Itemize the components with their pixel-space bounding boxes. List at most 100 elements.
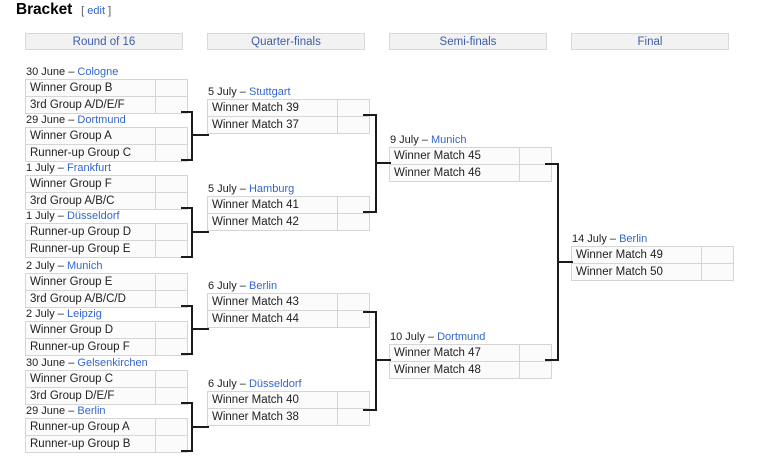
match-venue-link[interactable]: Dortmund <box>437 331 486 343</box>
table-row: Winner Match 50 <box>571 263 734 281</box>
page-header: Bracket [ edit ] <box>16 1 111 19</box>
team-home: Winner Group C <box>25 370 156 388</box>
match-venue-link[interactable]: Berlin <box>248 280 278 292</box>
team-away: Runner-up Group E <box>25 240 156 258</box>
table-row: Winner Match 45 <box>389 147 552 165</box>
connector-r16-7-out <box>181 402 193 404</box>
match-venue-link[interactable]: Berlin <box>619 233 648 245</box>
team-home: Winner Match 39 <box>207 99 338 117</box>
team-home: Winner Match 40 <box>207 391 338 409</box>
team-away: 3rd Group A/D/E/F <box>25 96 156 114</box>
match-venue-link[interactable]: Munich <box>66 260 103 272</box>
match-meta: 9 July – Munich <box>389 133 552 147</box>
match-r16-7: 30 June – Gelsenkirchen Winner Group C 3… <box>25 356 188 405</box>
team-away: 3rd Group A/B/C/D <box>25 290 156 308</box>
match-dash: – <box>65 405 78 417</box>
match-table: Winner Group E 3rd Group A/B/C/D <box>25 273 188 308</box>
match-table: Runner-up Group A Runner-up Group B <box>25 418 188 453</box>
connector-qf-4-in <box>191 426 209 428</box>
match-venue-link[interactable]: Stuttgart <box>248 86 291 98</box>
match-dash: – <box>236 183 249 195</box>
match-table: Winner Match 41 Winner Match 42 <box>207 196 370 231</box>
team-home: Winner Match 43 <box>207 293 338 311</box>
team-home: Winner Match 45 <box>389 147 520 165</box>
match-venue-link[interactable]: Hamburg <box>248 183 295 195</box>
match-dash: – <box>65 114 78 126</box>
match-date: 30 June <box>26 66 66 78</box>
table-row: Winner Match 47 <box>389 344 552 362</box>
match-venue-link[interactable]: Dortmund <box>77 114 126 126</box>
match-meta: 2 July – Leipzig <box>25 307 188 321</box>
team-away: Winner Match 42 <box>207 213 338 231</box>
match-dash: – <box>418 134 431 146</box>
score-home <box>155 321 188 339</box>
edit-section-link[interactable]: [ edit ] <box>81 5 111 17</box>
match-meta: 29 June – Berlin <box>25 404 188 418</box>
match-table: Winner Match 49 Winner Match 50 <box>571 246 734 281</box>
team-home: Winner Group B <box>25 79 156 97</box>
match-dash: – <box>236 280 249 292</box>
match-venue-link[interactable]: Cologne <box>77 66 119 78</box>
score-away <box>519 361 552 379</box>
match-table: Winner Group C 3rd Group D/E/F <box>25 370 188 405</box>
connector-r16-8-out <box>181 450 193 452</box>
score-home <box>337 99 370 117</box>
table-row: Winner Match 44 <box>207 310 370 328</box>
edit-link-label[interactable]: edit <box>87 5 106 17</box>
match-meta: 6 July – Düsseldorf <box>207 377 370 391</box>
match-venue-link[interactable]: Düsseldorf <box>66 210 120 222</box>
connector-qf-2-out <box>363 211 377 213</box>
match-venue-link[interactable]: Gelsenkirchen <box>77 357 148 369</box>
match-r16-3: 1 July – Frankfurt Winner Group F 3rd Gr… <box>25 161 188 210</box>
score-away <box>337 408 370 426</box>
team-home: Winner Match 49 <box>571 246 702 264</box>
match-dash: – <box>424 331 438 343</box>
team-away: Winner Match 44 <box>207 310 338 328</box>
match-date: 30 June <box>26 357 66 369</box>
match-date: 2 July <box>26 308 55 320</box>
match-table: Winner Match 45 Winner Match 46 <box>389 147 552 182</box>
match-venue-link[interactable]: Leipzig <box>66 308 102 320</box>
score-away <box>155 144 188 162</box>
match-meta: 14 July – Berlin <box>571 232 734 246</box>
match-date: 5 July <box>208 86 237 98</box>
connector-r16-3-out <box>181 207 193 209</box>
connector-r16-pair1-spine <box>191 111 193 161</box>
connector-qf-4-out <box>363 409 377 411</box>
connector-r16-1-out <box>181 111 193 113</box>
match-r16-2: 29 June – Dortmund Winner Group A Runner… <box>25 113 188 162</box>
match-dash: – <box>65 357 78 369</box>
match-meta: 1 July – Frankfurt <box>25 161 188 175</box>
table-row: Winner Match 41 <box>207 196 370 214</box>
connector-qf-1-in <box>191 134 209 136</box>
table-row: Winner Match 38 <box>207 408 370 426</box>
match-dash: – <box>606 233 620 245</box>
match-meta: 1 July – Düsseldorf <box>25 209 188 223</box>
match-qf-1: 5 July – Stuttgart Winner Match 39 Winne… <box>207 85 370 134</box>
connector-sf-2-out <box>545 359 559 361</box>
score-away <box>155 240 188 258</box>
score-home <box>701 246 734 264</box>
match-meta: 30 June – Gelsenkirchen <box>25 356 188 370</box>
connector-qf-3-in <box>191 328 209 330</box>
match-venue-link[interactable]: Frankfurt <box>66 162 111 174</box>
edit-bracket-open: [ <box>81 5 88 17</box>
score-home <box>337 196 370 214</box>
table-row: 3rd Group A/B/C/D <box>25 290 188 308</box>
match-venue-link[interactable]: Düsseldorf <box>248 378 302 390</box>
score-away <box>337 213 370 231</box>
round-header-quarter-finals: Quarter-finals <box>207 33 365 50</box>
team-away: Runner-up Group F <box>25 338 156 356</box>
connector-r16-2-out <box>181 159 193 161</box>
team-away: Runner-up Group C <box>25 144 156 162</box>
match-venue-link[interactable]: Berlin <box>77 405 106 417</box>
table-row: Winner Match 46 <box>389 164 552 182</box>
match-dash: – <box>65 66 78 78</box>
match-venue-link[interactable]: Munich <box>430 134 467 146</box>
match-meta: 29 June – Dortmund <box>25 113 188 127</box>
page-title: Bracket <box>16 1 73 18</box>
table-row: Winner Match 40 <box>207 391 370 409</box>
connector-qf-1-out <box>363 114 377 116</box>
connector-sf-2-in <box>375 359 391 361</box>
team-away: Winner Match 50 <box>571 263 702 281</box>
